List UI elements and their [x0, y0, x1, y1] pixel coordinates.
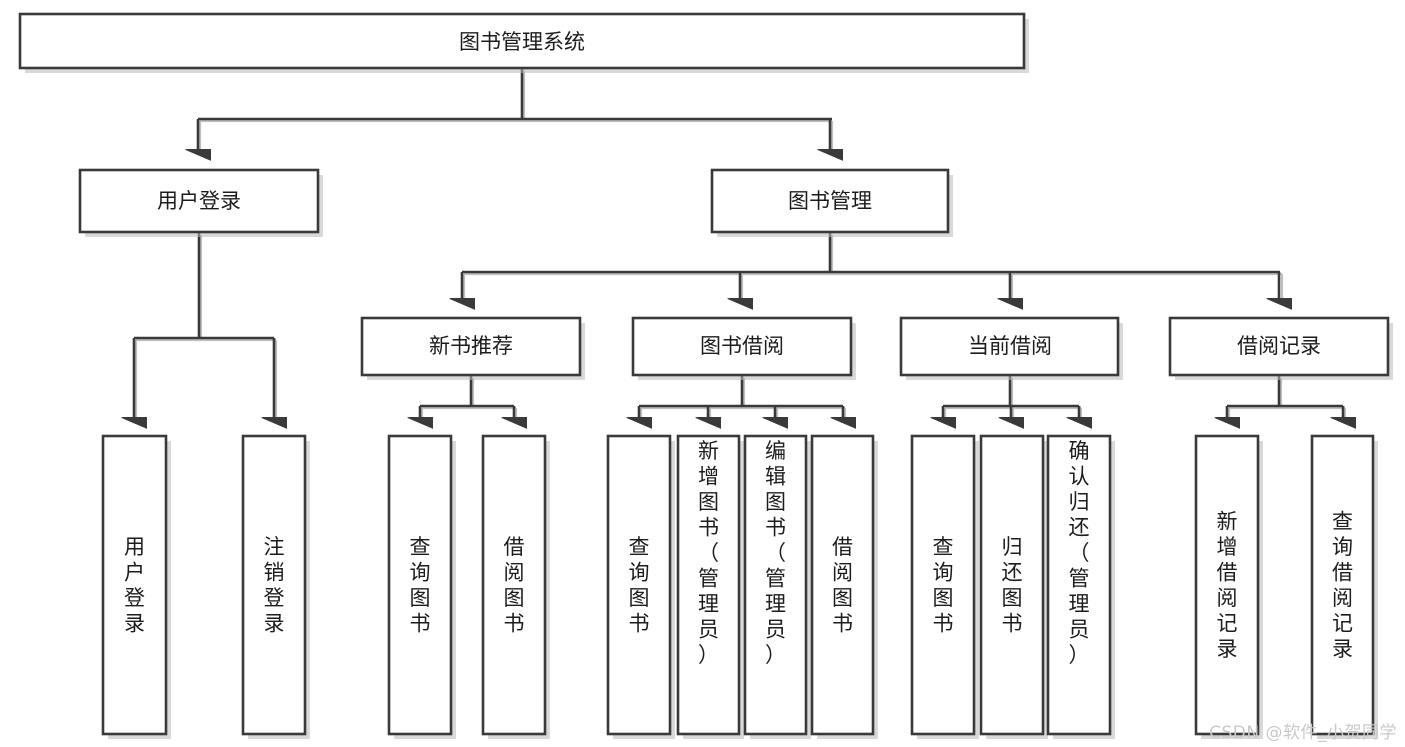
leaf-query-book-rec[interactable]: 查询图书: [387, 434, 456, 739]
connector-shadow-book-manage: [462, 235, 1284, 300]
connector-shadow-book-borrow: [639, 378, 847, 420]
leaf-confirm-return-box[interactable]: [1046, 434, 1112, 736]
leaf-borrow-book-box[interactable]: [810, 434, 875, 736]
node-book-borrow-label: 图书借阅: [700, 334, 784, 358]
leaf-return-book-label: 归还图书: [1002, 535, 1023, 636]
node-current-borrow-label: 当前借阅: [968, 334, 1052, 358]
leaf-return-book[interactable]: 归还图书: [979, 434, 1048, 739]
node-book-manage-label: 图书管理: [788, 189, 872, 213]
leaf-user-login[interactable]: 用户登录: [101, 434, 171, 739]
node-new-book-rec-label: 新书推荐: [429, 334, 513, 358]
connector-shadow-root: [198, 71, 834, 151]
node-book-manage-box[interactable]: [710, 168, 950, 234]
leaf-borrow-book-label: 借阅图书: [832, 535, 853, 636]
leaf-query-book-bor[interactable]: 查询图书: [606, 434, 675, 739]
node-book-borrow[interactable]: 图书借阅: [631, 316, 856, 380]
leaf-confirm-return-label: 确认归还（管理员）: [1069, 439, 1090, 667]
leaf-borrow-book-rec-label: 借阅图书: [504, 535, 525, 636]
leaf-logout[interactable]: 注销登录: [241, 434, 310, 739]
leaf-query-book-rec-label: 查询图书: [410, 535, 431, 636]
node-user-login[interactable]: 用户登录: [78, 168, 323, 237]
leaf-node-layer: 用户登录 注销登录 查询图书 借阅图书 查询图书 新增图书（管理员） 编辑图书（管理员） 借阅…: [101, 434, 1378, 739]
leaf-borrow-book[interactable]: 借阅图书: [810, 434, 878, 739]
leaf-edit-book-box[interactable]: [743, 434, 808, 736]
node-current-borrow[interactable]: 当前借阅: [899, 316, 1123, 380]
node-current-borrow-box[interactable]: [899, 316, 1120, 377]
leaf-borrow-book-rec[interactable]: 借阅图书: [481, 434, 550, 739]
leaf-add-record[interactable]: 新增借阅记录: [1194, 434, 1263, 739]
node-user-login-label: 用户登录: [157, 189, 241, 213]
connector-shadow-borrow-record: [1227, 378, 1347, 420]
connector-shadow-new-book-rec: [420, 378, 518, 420]
leaf-return-book-box[interactable]: [979, 434, 1045, 736]
leaf-query-record[interactable]: 查询借阅记录: [1310, 434, 1378, 739]
node-user-login-box[interactable]: [78, 168, 320, 234]
leaf-add-book[interactable]: 新增图书（管理员）: [676, 434, 744, 739]
leaf-query-book-cur[interactable]: 查询图书: [910, 434, 979, 739]
leaf-add-book-label: 新增图书（管理员）: [698, 439, 719, 667]
leaf-edit-book[interactable]: 编辑图书（管理员）: [743, 434, 811, 739]
leaf-query-book-bor-box[interactable]: [606, 434, 672, 736]
leaf-query-record-label: 查询借阅记录: [1332, 509, 1353, 661]
connector-shadow-user-login: [134, 235, 278, 420]
leaf-confirm-return[interactable]: 确认归还（管理员）: [1046, 434, 1115, 739]
connector-layer: [134, 69, 1345, 420]
leaf-user-login-label: 用户登录: [124, 535, 145, 636]
leaf-borrow-book-rec-box[interactable]: [481, 434, 547, 736]
node-borrow-record-box[interactable]: [1168, 316, 1390, 377]
node-root-box[interactable]: [18, 12, 1026, 70]
connector-shadow-current-borrow: [943, 378, 1083, 420]
leaf-edit-book-label: 编辑图书（管理员）: [765, 439, 786, 667]
leaf-logout-box[interactable]: [241, 434, 307, 736]
node-book-manage[interactable]: 图书管理: [710, 168, 953, 237]
node-layer: 图书管理系统 用户登录 图书管理 新书推荐: [18, 12, 1393, 739]
leaf-query-book-cur-label: 查询图书: [933, 535, 954, 636]
leaf-query-book-cur-box[interactable]: [910, 434, 976, 736]
leaf-user-login-box[interactable]: [101, 434, 168, 736]
leaf-logout-label: 注销登录: [264, 535, 285, 636]
leaf-add-book-box[interactable]: [676, 434, 741, 736]
leaf-query-book-bor-label: 查询图书: [629, 535, 650, 636]
node-borrow-record[interactable]: 借阅记录: [1168, 316, 1393, 380]
node-borrow-record-label: 借阅记录: [1237, 334, 1321, 358]
node-root[interactable]: 图书管理系统: [18, 12, 1029, 73]
leaf-add-record-box[interactable]: [1194, 434, 1260, 736]
node-new-book-rec-box[interactable]: [360, 316, 582, 377]
node-new-book-rec[interactable]: 新书推荐: [360, 316, 585, 380]
leaf-query-record-box[interactable]: [1310, 434, 1375, 736]
leaf-query-book-rec-box[interactable]: [387, 434, 453, 736]
node-root-label: 图书管理系统: [459, 30, 585, 54]
node-book-borrow-box[interactable]: [631, 316, 853, 377]
leaf-add-record-label: 新增借阅记录: [1217, 509, 1238, 661]
